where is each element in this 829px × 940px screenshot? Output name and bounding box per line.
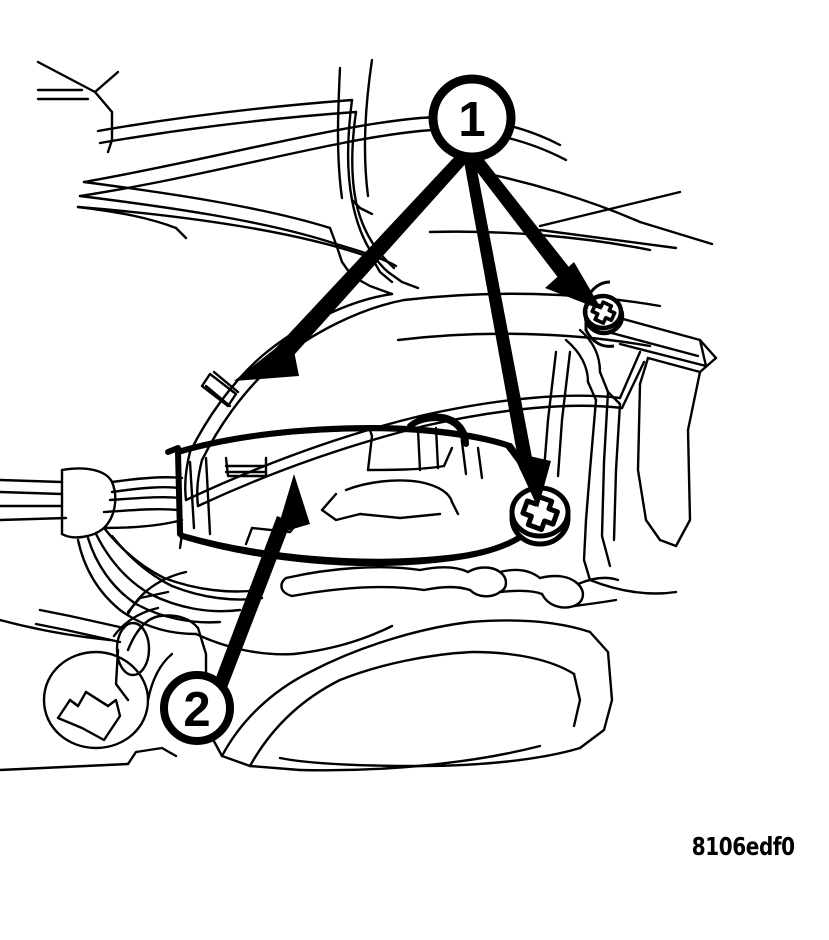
leader-arrows <box>212 152 602 693</box>
callout-1-label: 1 <box>458 93 485 147</box>
arrow-1-right <box>468 152 602 310</box>
callout-1[interactable]: 1 <box>428 74 516 162</box>
relay-module-housing <box>165 413 543 567</box>
arrow-1-left <box>234 152 468 381</box>
arrow-2 <box>212 474 310 693</box>
callout-2-label: 2 <box>183 683 210 737</box>
figure-caption: 8106edf0 <box>692 832 795 861</box>
lower-mounting-screw <box>509 485 571 547</box>
line-art-background <box>0 58 718 772</box>
callout-2[interactable]: 2 <box>160 671 234 745</box>
arrow-1-middle <box>463 154 551 508</box>
